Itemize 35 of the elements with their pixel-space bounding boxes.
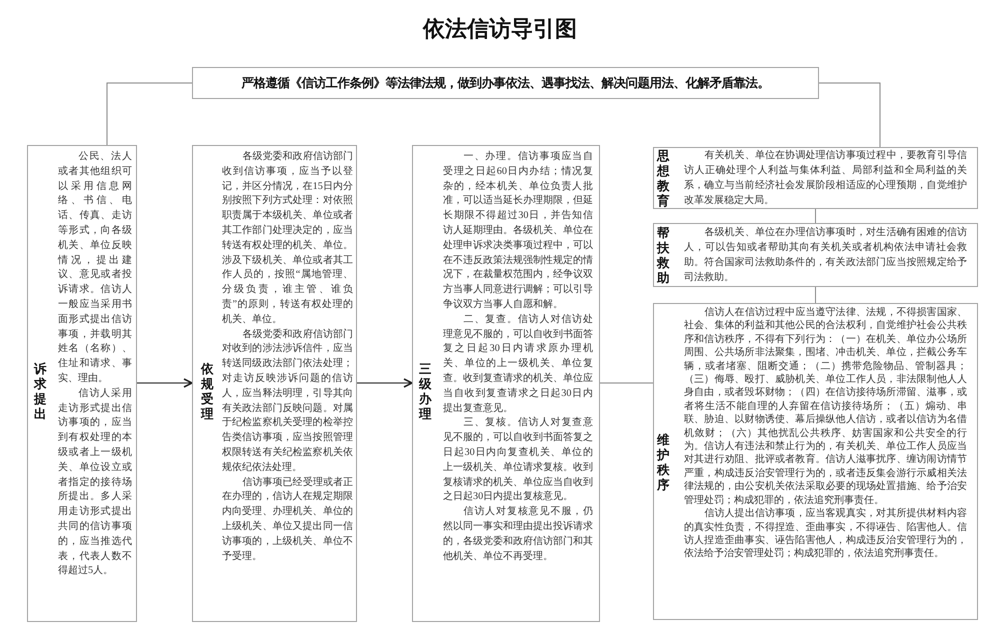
- paragraph: 信访人提出信访事项，应当客观真实，对其所提供材料内容的真实性负责，不得捏造、歪曲事实，不得诬告、陷害他人。信访人捏造歪曲事实、诬告陷害他人，构成违反治安管理行为的，依法给予治安管理处罚；构成犯罪的，依法追究刑事责任。: [684, 507, 967, 561]
- vertical-heading: 依规受理: [201, 360, 214, 420]
- paragraph: 信访人采用走访形式提出信访事项的，应当到有权处理的本级或者上一级机关、单位设立或者指定的接待场所提出。多人采用走访形式提出共同的信访事项的，应当推选代表，代表人数不得超过5人。: [58, 386, 132, 578]
- text-box: [653, 147, 978, 209]
- paragraph: 各级党委和政府信访部门收到信访事项，应当予以登记，并区分情况，在15日内分别按照下列方式处理：对依照职责属于本级机关、单位或者其工作部门处理决定的，应当转送有权处理的机关、单位。涉及下级机关、单位或者其工作人员的，按照“属地管理、分级负责，谁主管、谁负责”的原则，转送有权处理的机关、单位。: [222, 150, 353, 327]
- paragraph: 有关机关、单位在协调处理信访事项过程中，要教育引导信访人正确处理个人利益与集体利益、局部利益和全局利益的关系，确立与当前经济社会发展阶段相适应的心理预期，自觉维护改革发展稳定大局。: [684, 148, 967, 208]
- vertical-heading: 帮扶救助: [657, 225, 670, 285]
- text-box: [192, 145, 357, 622]
- paragraph: 公民、法人或者其他组织可以采用信息网络、书信、电话、传真、走访等形式，向各级机关、单位反映情况，提出建议、意见或者投诉请求。信访人一般应当采用书面形式提出信访事项，并载明其姓名（名称）、住址和请求、事实、理由。: [58, 150, 132, 386]
- paragraph: 各级党委和政府信访部门对收到的涉法涉诉信件，应当转送同级政法部门依法处理；对走访反映涉诉问题的信访人，应当释法明理，引导其向有关政法部门反映问题。对属于纪检监察机关受理的检举控告类信访事项，应当按照管理权限转送有关纪检监察机关依规依纪依法处理。: [222, 328, 353, 475]
- paragraph: 三、复核。信访人对复查意见不服的，可以自收到书面答复之日起30日内向复查机关、单位的上一级机关、单位请求复核。收到复核请求的机关、单位应当自收到之日起30日内提出复核意见。: [443, 416, 593, 504]
- paragraph: 二、复查。信访人对信访处理意见不服的，可以自收到书面答复之日起30日内请求原办理机关、单位的上一级机关、单位复查。收到复查请求的机关、单位应当自收到复查请求之日起30日内提出复查意见。: [443, 312, 593, 416]
- connector-line: [106, 82, 192, 146]
- text-box: [653, 223, 978, 287]
- text-box: [412, 145, 600, 622]
- connector-line: [600, 382, 654, 384]
- paragraph: 信访人对复核意见不服，仍然以同一事实和理由提出投诉请求的，各级党委和政府信访部门和其他机关、单位不再受理。: [443, 505, 593, 564]
- vertical-heading: 三级办理: [419, 360, 432, 420]
- paragraph: 一、办理。信访事项应当自受理之日起60日内办结；情况复杂的，经本机关、单位负责人批准，可以适当延长办理期限，但延长期限不得超过30日，并告知信访人延期理由。各级机关、单位在处理申诉求决类事项过程中，可以在不违反政策法规强制性规定的情况下，在裁量权范围内，经争议双方当事人同意进行调解；可以引导争议双方当事人自愿和解。: [443, 150, 593, 312]
- text-box: [653, 303, 978, 620]
- diagram-title: 依法信访导引图: [422, 15, 578, 43]
- vertical-heading: 维护秩序: [657, 432, 670, 492]
- paragraph: 信访人在信访过程中应当遵守法律、法规，不得损害国家、社会、集体的利益和其他公民的合法权利，自觉维护社会公共秩序和信访秩序，不得有下列行为：（一）在机关、单位办公场所周围、公共场所非法聚集，围堵、冲击机关、单位，拦截公务车辆，或者堵塞、阻断交通；（二）携带危险物品、管制器具；（三）侮辱、殴打、威胁机关、单位工作人员，非法限制他人人身自由，或者毁坏财物；（四）在信访接待场所滞留、滋事，或者将生活不能自理的人弃留在信访接待场所；（五）煽动、串联、胁迫、以财物诱使、幕后操纵他人信访，或者以信访为名借机敛财；（六）其他扰乱公共秩序、妨害国家和公共安全的行为。信访人有违法和禁止行为的，有关机关、单位工作人员应当对其进行劝阻、批评或者教育。信访人滋事扰序、缠访闹访情节严重，构成违反治安管理行为的，或者违反集会游行示威相关法律法规的，由公安机关依法采取必要的现场处置措施、给予治安管理处罚；构成犯罪的，依法追究刑事责任。: [684, 306, 967, 508]
- text-box: [27, 145, 137, 622]
- arrow: [136, 378, 193, 388]
- connector-line: [818, 82, 880, 148]
- connector-line: [815, 208, 816, 224]
- banner-text: 严格遵循《信访工作条例》等法律法规，做到办事依法、遇事找法、解决问题用法、化解矛盾靠法。: [242, 74, 770, 92]
- connector-line: [815, 286, 816, 304]
- paragraph: 信访事项已经受理或者正在办理的，信访人在规定期限内向受理、办理机关、单位的上级机关、单位又提出同一信访事项的，上级机关、单位不予受理。: [222, 476, 353, 564]
- arrow: [356, 378, 413, 388]
- vertical-heading: 思想教育: [657, 148, 670, 208]
- vertical-heading: 诉求提出: [34, 360, 46, 420]
- banner-box: [192, 67, 819, 99]
- paragraph: 各级机关、单位在办理信访事项时，对生活确有困难的信访人，可以告知或者帮助其向有关机关或者机构依法申请社会救助。符合国家司法救助条件的，有关政法部门应当按照规定给予司法救助。: [684, 226, 967, 285]
